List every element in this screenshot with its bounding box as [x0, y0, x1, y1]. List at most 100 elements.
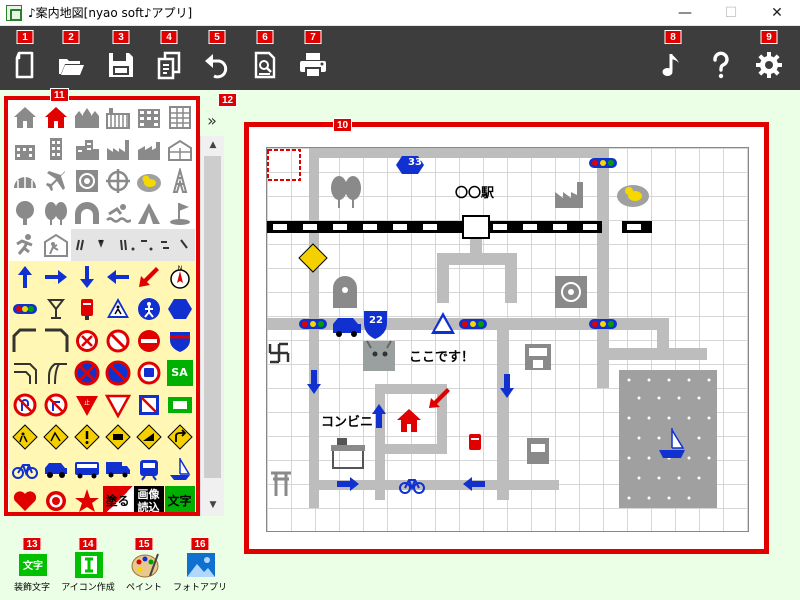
- palette-duck-pond[interactable]: [133, 165, 164, 197]
- palette-interchange[interactable]: [102, 165, 133, 197]
- palette-factory-2[interactable]: [133, 133, 164, 165]
- palette-warning-kids[interactable]: [9, 421, 40, 453]
- new-button[interactable]: 1: [2, 26, 48, 90]
- palette-no-turn[interactable]: [40, 389, 71, 421]
- palette-buildings[interactable]: [71, 133, 102, 165]
- palette-text-button[interactable]: 文字: [164, 485, 195, 512]
- palette-car[interactable]: [40, 453, 71, 485]
- palette-sailboat[interactable]: [164, 453, 195, 485]
- palette-warning-train[interactable]: [102, 421, 133, 453]
- palette-image-read-button[interactable]: 画像読込: [133, 485, 164, 512]
- palette-postbox[interactable]: [71, 293, 102, 325]
- palette-star[interactable]: [71, 485, 102, 512]
- open-button[interactable]: 2: [48, 26, 94, 90]
- palette-yield[interactable]: [102, 389, 133, 421]
- palette-bus[interactable]: [71, 453, 102, 485]
- palette-arrow-right[interactable]: [40, 261, 71, 293]
- palette-no-bicycle[interactable]: [133, 389, 164, 421]
- minimize-button[interactable]: —: [678, 5, 692, 21]
- palette-house-gray[interactable]: [9, 101, 40, 133]
- palette-pool[interactable]: [102, 197, 133, 229]
- palette-corner-br[interactable]: [40, 357, 71, 389]
- palette-tunnel[interactable]: [71, 197, 102, 229]
- palette-apartment[interactable]: [133, 101, 164, 133]
- palette-traffic-light[interactable]: [9, 293, 40, 325]
- help-button[interactable]: [698, 26, 744, 90]
- palette-factory-fence[interactable]: [102, 101, 133, 133]
- copy-button[interactable]: 4: [146, 26, 192, 90]
- palette-arrow-down[interactable]: [71, 261, 102, 293]
- undo-button[interactable]: 5: [194, 26, 240, 90]
- scroll-down-arrow[interactable]: ▼: [209, 500, 217, 510]
- palette-train[interactable]: [133, 453, 164, 485]
- palette-double-circle[interactable]: [40, 485, 71, 512]
- scroll-up-arrow[interactable]: ▲: [209, 140, 217, 150]
- palette-no-entry[interactable]: [71, 325, 102, 357]
- paint-button[interactable]: 15 ペイント: [116, 537, 172, 600]
- palette-ev[interactable]: [164, 389, 195, 421]
- palette-warning[interactable]: [71, 421, 102, 453]
- palette-building-grid[interactable]: [164, 101, 195, 133]
- palette-paint-button[interactable]: 塗る: [102, 485, 133, 512]
- palette-shield[interactable]: [164, 325, 195, 357]
- palette-no-parking[interactable]: [71, 357, 102, 389]
- palette-pedestrian-sign[interactable]: [133, 293, 164, 325]
- palette-no-stopping[interactable]: [102, 357, 133, 389]
- palette-warning-slope[interactable]: [133, 421, 164, 453]
- palette-sa[interactable]: SA: [164, 357, 195, 389]
- palette-restaurant[interactable]: [40, 293, 71, 325]
- palette-houses[interactable]: [71, 101, 102, 133]
- palette-bicycle[interactable]: [9, 453, 40, 485]
- palette-corner-tr[interactable]: [40, 325, 71, 357]
- palette-crosswalk-sign[interactable]: [102, 293, 133, 325]
- palette-corner-bl[interactable]: [9, 357, 40, 389]
- palette-stop[interactable]: 止: [71, 389, 102, 421]
- decor-text-button[interactable]: 13 文字 装飾文字: [4, 537, 60, 600]
- palette-arrow-diag[interactable]: [133, 261, 164, 293]
- palette-tokyo-tower[interactable]: [164, 165, 195, 197]
- palette-no-uturn[interactable]: [9, 389, 40, 421]
- palette-trees[interactable]: [40, 197, 71, 229]
- preview-button[interactable]: 6: [242, 26, 288, 90]
- palette-arrow-up[interactable]: [9, 261, 40, 293]
- scroll-thumb[interactable]: [204, 156, 221, 478]
- palette-corner-tl[interactable]: [9, 325, 40, 357]
- palette-camp[interactable]: [133, 197, 164, 229]
- palette-runner[interactable]: [9, 229, 40, 261]
- palette-tree-1[interactable]: [9, 197, 40, 229]
- save-button[interactable]: 3: [98, 26, 144, 90]
- palette-arrow-left[interactable]: [102, 261, 133, 293]
- palette-castle-gear[interactable]: [71, 165, 102, 197]
- palette-north-compass[interactable]: N: [164, 261, 195, 293]
- palette-dome[interactable]: [9, 165, 40, 197]
- settings-button[interactable]: 9: [746, 26, 792, 90]
- palette-heart[interactable]: [9, 485, 40, 512]
- palette-golf[interactable]: [164, 197, 195, 229]
- palette-scrollbar[interactable]: ▲ ▼: [200, 136, 224, 516]
- palette-evacuation[interactable]: [40, 229, 71, 261]
- palette-hexagon[interactable]: [164, 293, 195, 325]
- map-canvas[interactable]: 33 22 〇〇駅 ここです！ コンビニ: [266, 147, 749, 532]
- palette-school[interactable]: [164, 133, 195, 165]
- palette-warning-work[interactable]: [40, 421, 71, 453]
- palette-factory[interactable]: [102, 133, 133, 165]
- palette-building-1[interactable]: [9, 133, 40, 165]
- photo-app-button[interactable]: 16 フォトアプリ: [172, 537, 228, 600]
- palette-house-red[interactable]: [40, 101, 71, 133]
- palette-prohibited[interactable]: [102, 325, 133, 357]
- palette-do-not-enter[interactable]: [133, 325, 164, 357]
- maximize-button[interactable]: ☐: [724, 5, 738, 21]
- palette-railway-strip[interactable]: [71, 229, 195, 261]
- expand-button[interactable]: »: [207, 111, 217, 130]
- forest-icon: [44, 202, 67, 225]
- icon-create-button[interactable]: 14 アイコン作成: [60, 537, 116, 600]
- palette-airport[interactable]: [40, 165, 71, 197]
- palette-warning-curve[interactable]: [164, 421, 195, 453]
- palette-tower[interactable]: [40, 133, 71, 165]
- close-button[interactable]: ✕: [771, 5, 783, 21]
- palette-bus-sign[interactable]: [133, 357, 164, 389]
- selection-box[interactable]: [267, 149, 301, 181]
- print-button[interactable]: 7: [290, 26, 336, 90]
- palette-truck[interactable]: [102, 453, 133, 485]
- music-button[interactable]: 8: [650, 26, 696, 90]
